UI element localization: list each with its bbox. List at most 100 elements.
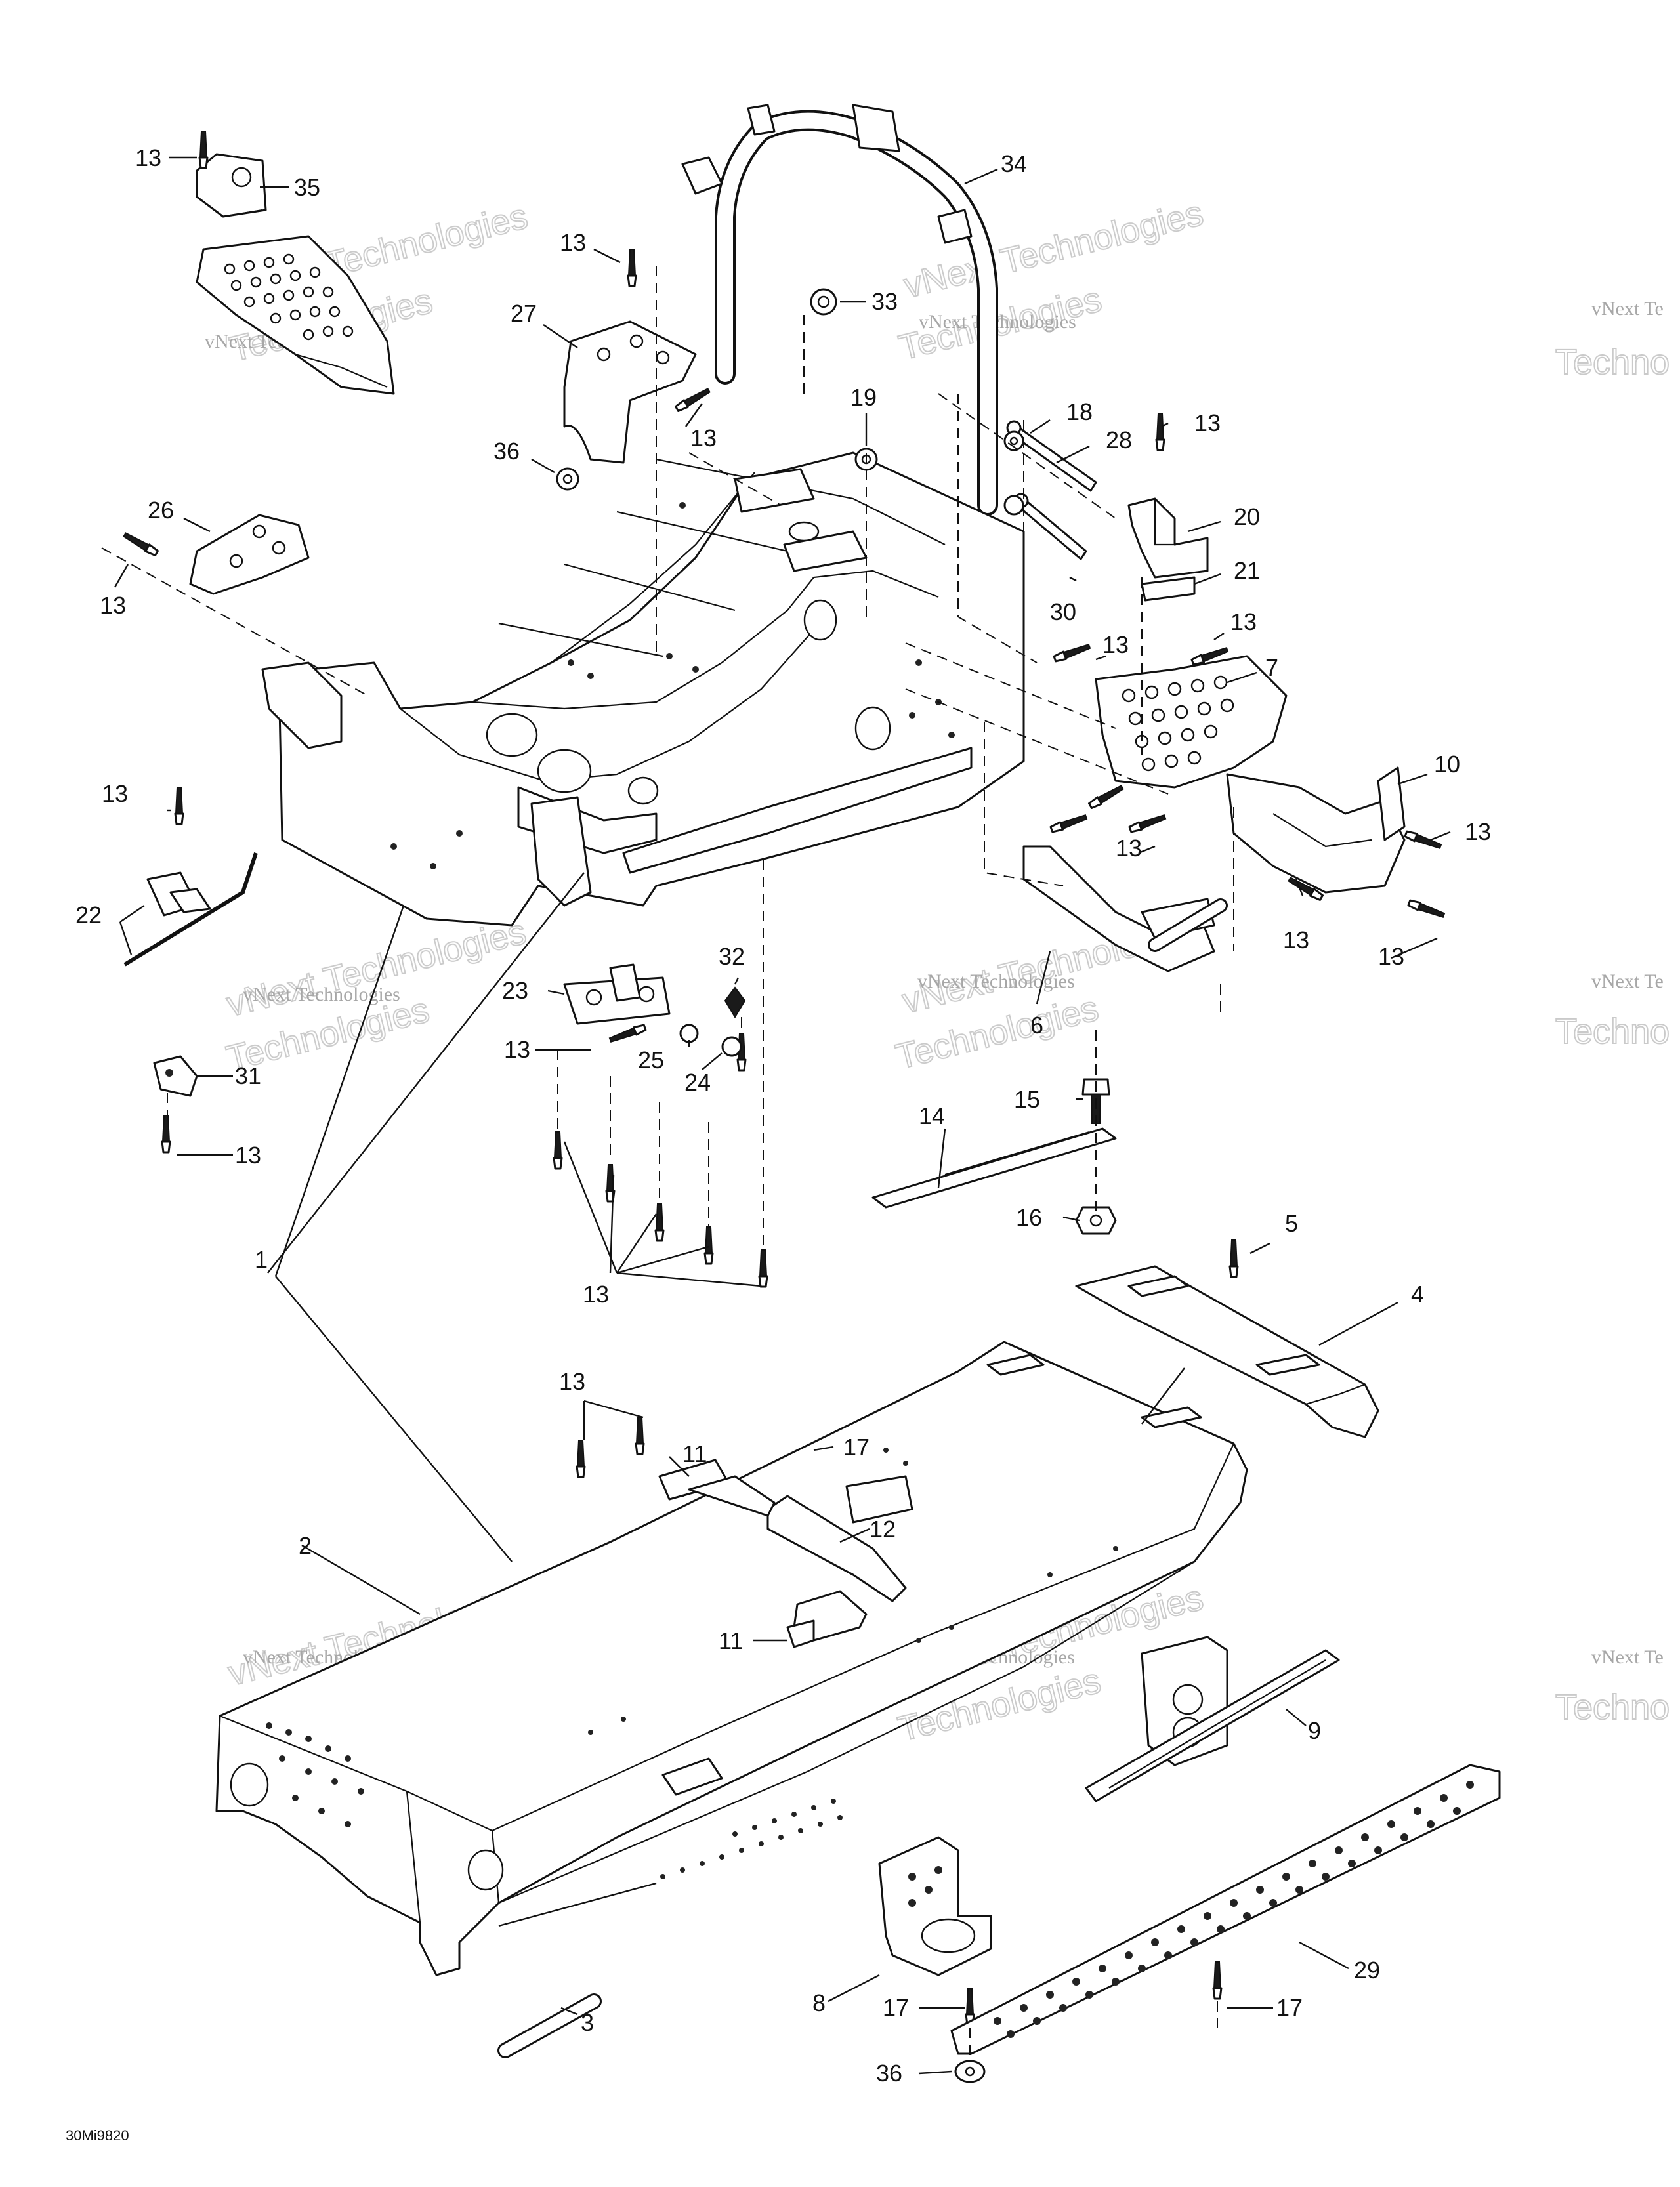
callout-19: 19 [850, 384, 877, 411]
rivet [736, 1033, 747, 1072]
callout-32: 32 [719, 943, 745, 970]
callout-13: 13 [690, 425, 717, 451]
callout-13: 13 [560, 229, 586, 256]
watermark-text: Techno [1555, 1688, 1670, 1727]
callout-13: 13 [1194, 409, 1221, 436]
watermark-text: vNext Te [1591, 1646, 1664, 1668]
callout-13: 13 [504, 1036, 530, 1063]
rivet [161, 1115, 171, 1154]
callout-13: 13 [1283, 927, 1309, 953]
callout-13: 13 [559, 1368, 585, 1395]
part-22-clamp [123, 852, 258, 967]
part-26-plate [189, 514, 310, 595]
callout-8: 8 [812, 1989, 826, 2016]
rivet [758, 1249, 768, 1288]
perforated-shield-top-left [196, 235, 395, 395]
callout-12: 12 [870, 1516, 896, 1543]
rivet [1155, 413, 1166, 451]
callout-6: 6 [1030, 1012, 1043, 1039]
callout-13: 13 [102, 780, 128, 807]
rivet [198, 131, 209, 169]
callout-21: 21 [1234, 557, 1260, 584]
watermark-text: vNext Technologies [243, 984, 400, 1005]
callout-15: 15 [1014, 1086, 1040, 1113]
callout-4: 4 [1411, 1281, 1424, 1308]
callout-11: 11 [719, 1627, 743, 1654]
rivet [608, 1024, 647, 1043]
part-2-tunnel [215, 1341, 1248, 1976]
part-7-guard [1095, 655, 1288, 789]
watermark-text: Techno [1555, 343, 1670, 382]
callout-13: 13 [1230, 608, 1257, 635]
callout-14: 14 [919, 1102, 945, 1129]
rivet [1228, 1239, 1239, 1278]
callout-1: 1 [255, 1246, 268, 1273]
callout-25: 25 [638, 1047, 664, 1073]
callout-33: 33 [872, 288, 898, 315]
callout-labels: 13 35 34 13 27 33 19 18 28 13 36 13 26 2… [75, 144, 1491, 2087]
callout-17: 17 [843, 1434, 870, 1461]
watermark-text: Techno [1555, 1012, 1670, 1051]
part-6-bracket [1022, 845, 1228, 972]
nut-washer-group [556, 288, 1117, 2083]
rivet [965, 1988, 975, 2026]
part-31-clip [153, 1055, 198, 1097]
callout-30: 30 [1050, 598, 1076, 625]
callout-22: 22 [75, 902, 102, 928]
callout-17: 17 [1276, 1994, 1303, 2021]
callout-13: 13 [135, 144, 161, 171]
callout-29: 29 [1354, 1957, 1380, 1984]
callout-13: 13 [1378, 943, 1404, 970]
part-14-strip [872, 1127, 1117, 1209]
bolt-28 [1006, 420, 1097, 492]
diagram-code: 30Mi9820 [66, 2127, 129, 2144]
part-10-bracket [1226, 766, 1406, 894]
rivet [123, 532, 159, 556]
rivet [174, 787, 184, 825]
watermark-text: vNext Technologies [917, 970, 1075, 992]
part-29-perforated-bar [950, 1764, 1501, 2055]
rivet [1128, 814, 1167, 833]
bolt-30 [1013, 493, 1087, 560]
callout-28: 28 [1106, 427, 1132, 453]
part-32-cap [724, 986, 746, 1018]
washer-25 [679, 1024, 699, 1043]
part-20-clip [1127, 497, 1209, 579]
rivet [1049, 814, 1088, 833]
part-34-steering-loop [681, 104, 998, 516]
callout-13: 13 [1465, 818, 1491, 845]
part-35-bracket [196, 153, 267, 218]
watermark-text: vNext Technologies [900, 194, 1207, 306]
part-23-hinge [563, 963, 671, 1025]
callout-36: 36 [876, 2060, 902, 2087]
callout-23: 23 [502, 977, 528, 1004]
rivet [654, 1203, 665, 1242]
callout-5: 5 [1285, 1210, 1298, 1237]
callout-13: 13 [100, 592, 126, 619]
callout-18: 18 [1066, 398, 1093, 425]
callout-3: 3 [581, 2009, 594, 2036]
rivet [1404, 830, 1442, 850]
rivet [1212, 1961, 1223, 2000]
part-3-rod [497, 1993, 602, 2058]
callout-26: 26 [148, 497, 174, 524]
rivet [675, 388, 711, 412]
callout-24: 24 [684, 1069, 711, 1096]
callout-16: 16 [1016, 1204, 1042, 1231]
leader-lines [114, 156, 1451, 2075]
rivet [1053, 643, 1091, 663]
callout-13: 13 [583, 1281, 609, 1308]
washer [1003, 495, 1024, 516]
callout-10: 10 [1434, 751, 1460, 778]
part-4-rear-plate [1075, 1265, 1379, 1438]
callout-36: 36 [494, 438, 520, 465]
callout-13: 13 [1116, 835, 1142, 862]
part-1-front-frame [261, 451, 1025, 927]
callout-2: 2 [299, 1532, 312, 1559]
watermark-text: vNext Te [1591, 970, 1664, 992]
rivet [553, 1131, 563, 1170]
nut-24 [721, 1036, 742, 1057]
callout-9: 9 [1308, 1717, 1321, 1744]
callout-11: 11 [682, 1440, 707, 1467]
